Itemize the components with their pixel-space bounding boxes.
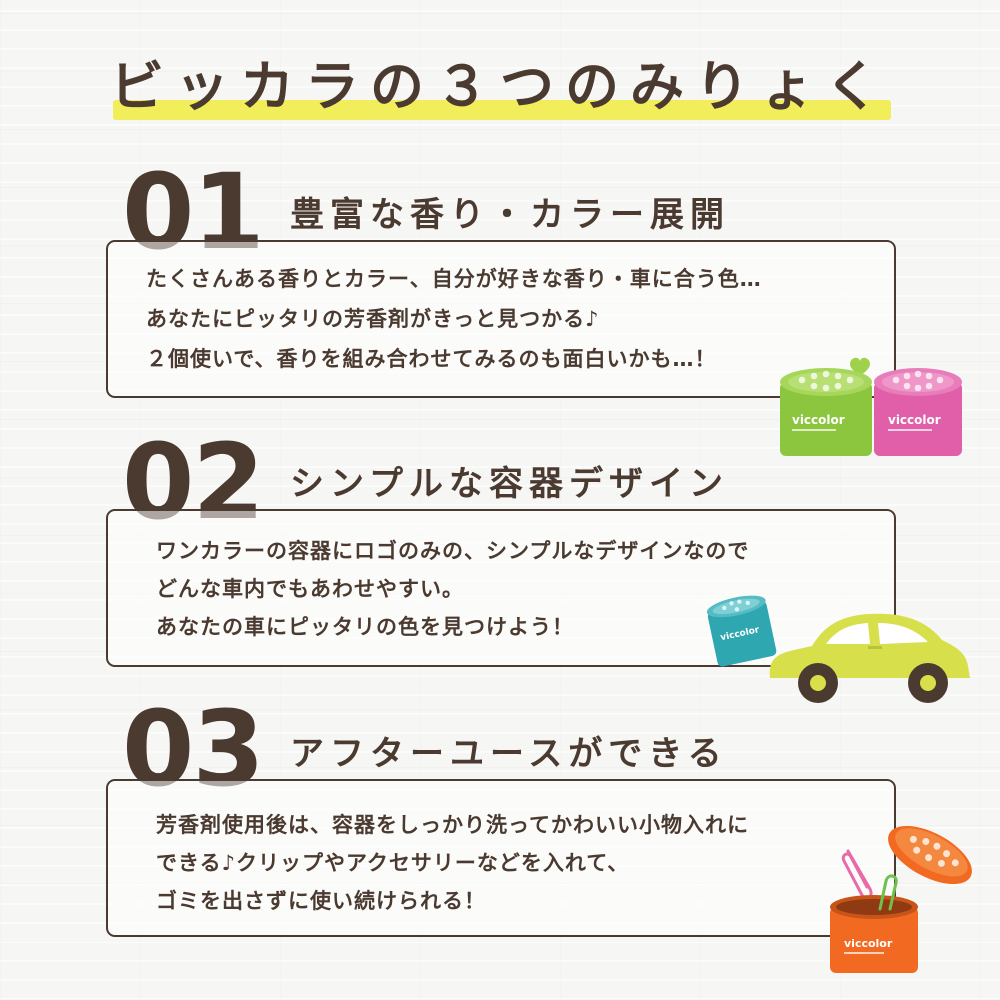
- section-02-line-3: あなたの車にピッタリの色を見つけよう！: [156, 615, 574, 639]
- container-illustration-03: viccolor: [830, 825, 972, 973]
- page-title: ビッカラの３つのみりょく: [110, 55, 890, 118]
- green-can: viccolor: [780, 368, 872, 456]
- cans-illustration-01: viccolor viccolor: [780, 357, 962, 456]
- section-01-line-3: ２個使いで、香りを組み合わせてみるのも面白いかも…！: [146, 347, 717, 371]
- section-heading-03: アフターユースができる: [290, 734, 728, 774]
- section-01-line-1: たくさんある香りとカラー、自分が好きな香り・車に合う色…: [146, 267, 762, 291]
- can-logo: viccolor: [792, 413, 845, 427]
- car-illustration-02: viccolor: [706, 595, 970, 703]
- title-highlight: [113, 100, 891, 120]
- section-03-line-1: 芳香剤使用後は、容器をしっかり洗ってかわいい小物入れに: [156, 813, 749, 837]
- car-icon: [769, 613, 970, 703]
- section-heading-02: シンプルな容器デザイン: [290, 464, 729, 504]
- section-03-line-2: できる♪クリップやアクセサリーなどを入れて、: [156, 851, 630, 875]
- section-box-03: 芳香剤使用後は、容器をしっかり洗ってかわいい小物入れに できる♪クリップやアクセ…: [106, 779, 896, 937]
- section-02-line-1: ワンカラーの容器にロゴのみの、シンプルなデザインなので: [156, 539, 750, 563]
- section-02-line-2: どんな車内でもあわせやすい。: [156, 577, 464, 601]
- paperclip-icon: [841, 849, 873, 901]
- teal-can: viccolor: [706, 595, 777, 667]
- section-box-01: たくさんある香りとカラー、自分が好きな香り・車に合う色… あなたにピッタリの芳香…: [106, 240, 896, 398]
- section-01-line-2: あなたにピッタリの芳香剤がきっと見つかる♪: [146, 307, 600, 331]
- orange-container: viccolor: [830, 874, 918, 973]
- section-heading-01: 豊富な香り・カラー展開: [290, 195, 730, 235]
- can-logo: viccolor: [844, 937, 893, 950]
- orange-lid: [888, 825, 972, 885]
- section-03-line-3: ゴミを出さずに使い続けられる！: [156, 889, 486, 913]
- heart-icon: [850, 357, 870, 377]
- can-logo: viccolor: [888, 413, 941, 427]
- pink-can: viccolor: [874, 368, 962, 456]
